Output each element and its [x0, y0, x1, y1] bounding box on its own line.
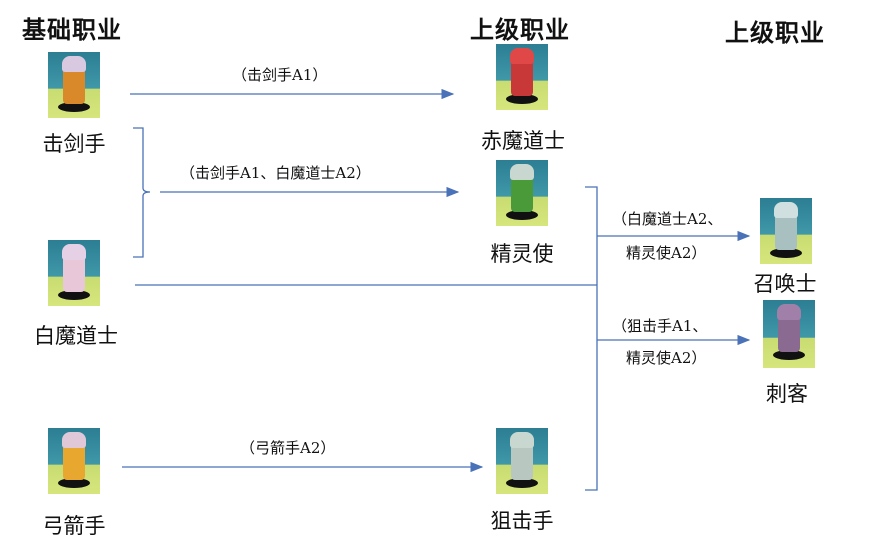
- summoner-sprite: [760, 198, 812, 264]
- red-mage-sprite: [496, 44, 548, 110]
- label-sniper: 狙击手: [490, 509, 554, 533]
- condition-assassin-line1: （狙击手A1、: [612, 317, 708, 335]
- bracket-advanced: [585, 186, 598, 491]
- condition-summoner-line1: （白魔道士A2、: [612, 210, 723, 228]
- white-mage-sprite: [48, 240, 100, 306]
- condition-spirit-user: （击剑手A1、白魔道士A2）: [180, 164, 371, 182]
- header-advanced-classes: 上级职业: [470, 15, 570, 44]
- condition-assassin-line2: 精灵使A2）: [626, 349, 707, 367]
- label-white-mage: 白魔道士: [34, 324, 118, 348]
- label-spirit-user: 精灵使: [490, 242, 554, 266]
- label-red-mage: 赤魔道士: [481, 129, 565, 153]
- label-assassin: 刺客: [766, 382, 808, 406]
- header-advanced-classes-2: 上级职业: [725, 18, 825, 47]
- condition-summoner-line2: 精灵使A2）: [626, 244, 707, 262]
- label-summoner: 召唤士: [753, 272, 817, 296]
- sniper-sprite: [496, 428, 548, 494]
- bracket-swordsman-whitemage: [133, 127, 151, 258]
- spirit-user-sprite: [496, 160, 548, 226]
- archer-sprite: [48, 428, 100, 494]
- header-base-classes: 基础职业: [22, 15, 122, 44]
- label-swordsman: 击剑手: [42, 132, 106, 156]
- assassin-sprite: [763, 300, 815, 368]
- condition-red-mage: （击剑手A1）: [232, 66, 328, 84]
- swordsman-sprite: [48, 52, 100, 118]
- label-archer: 弓箭手: [42, 514, 106, 538]
- condition-sniper: （弓箭手A2）: [240, 439, 336, 457]
